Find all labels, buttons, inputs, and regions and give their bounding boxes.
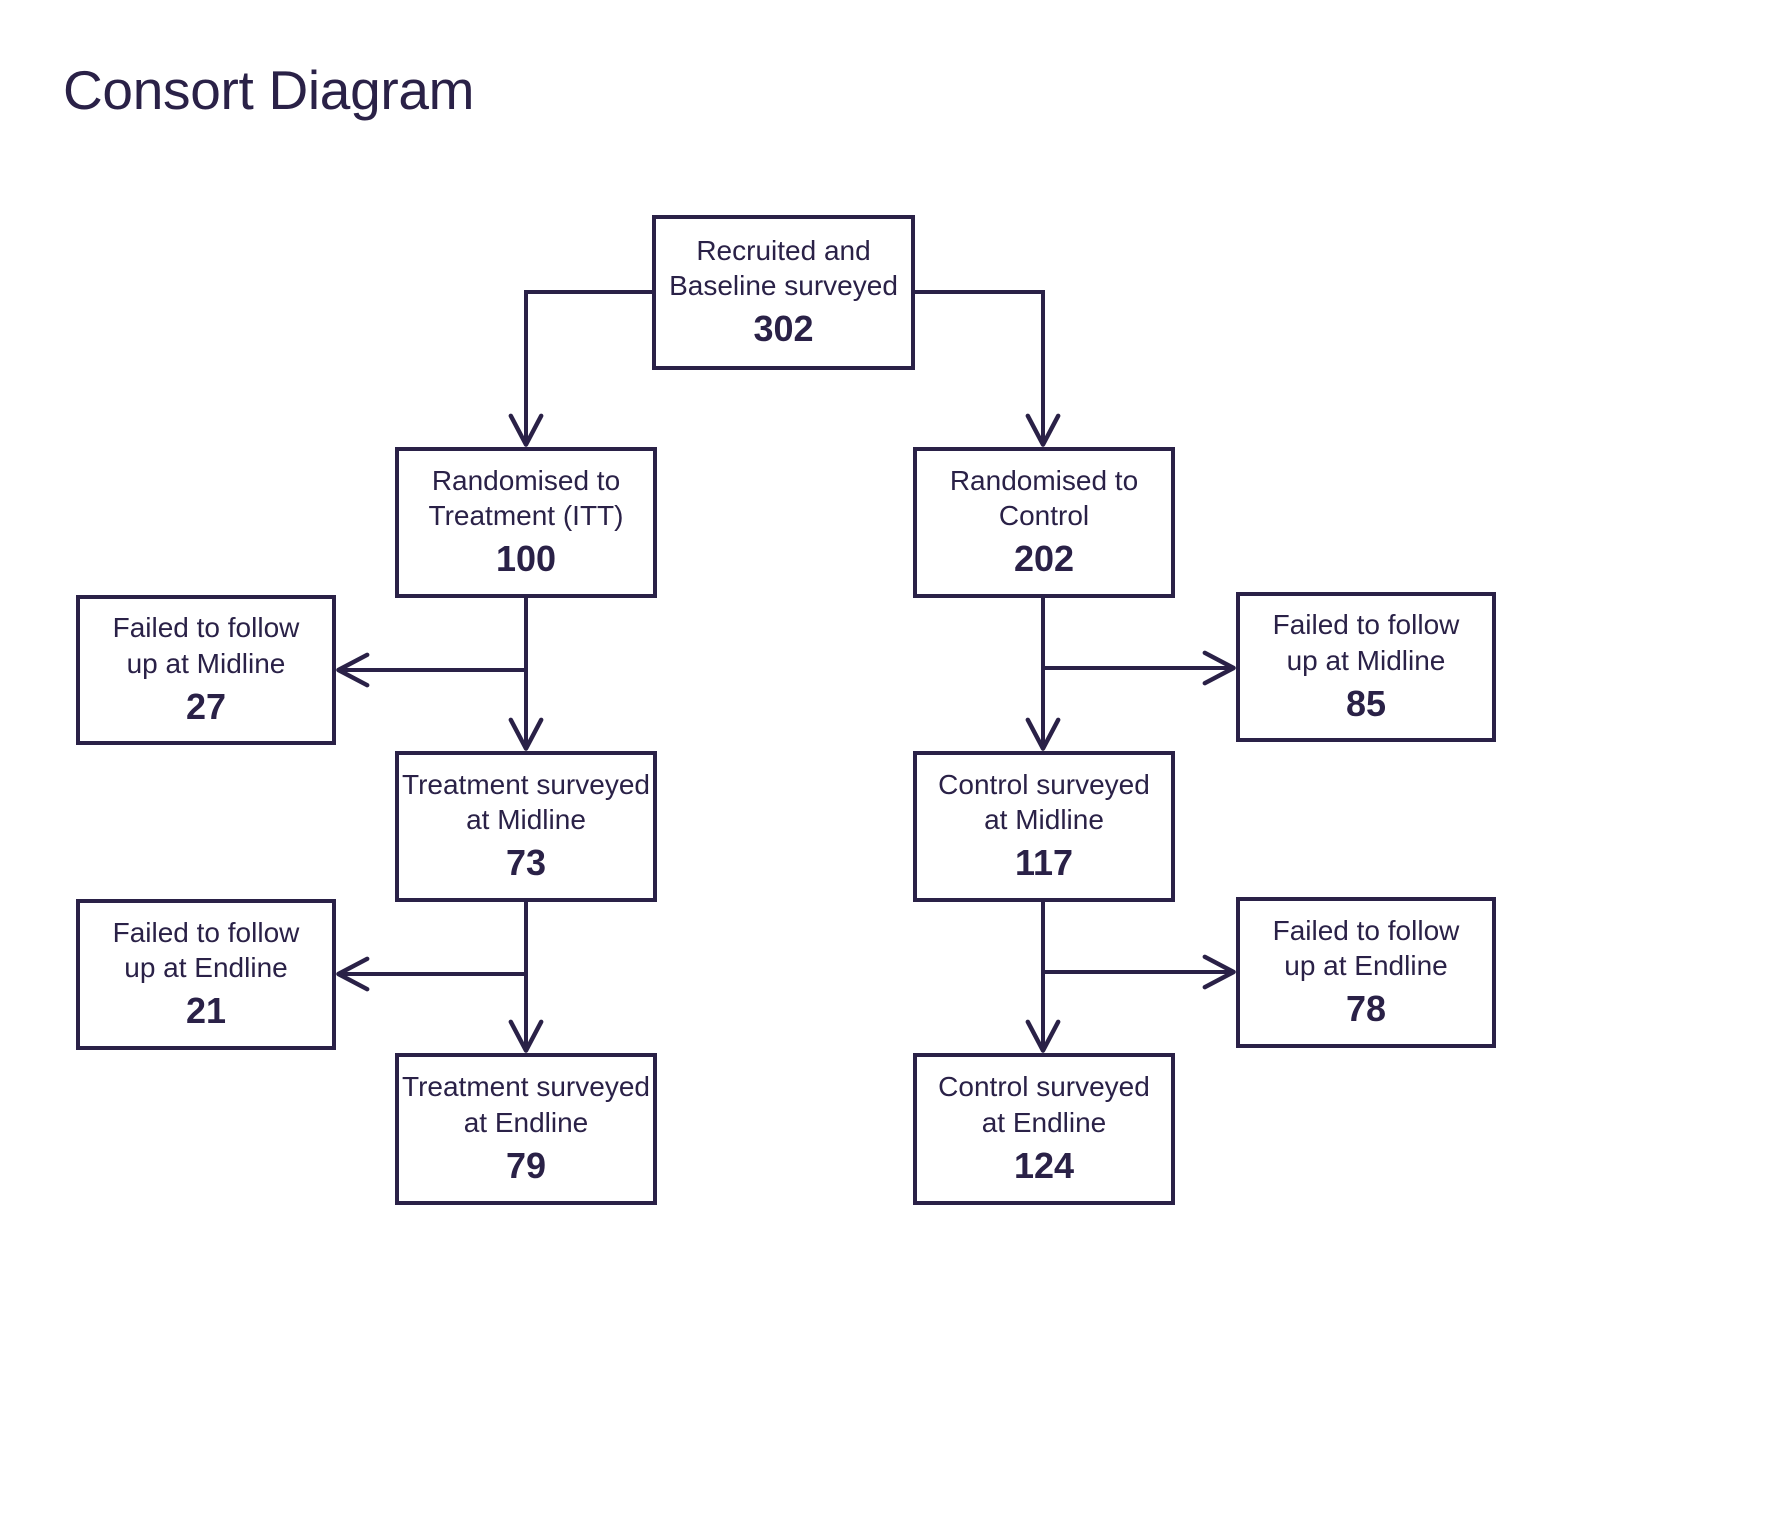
node-failed-endline-control: Failed to follow up at Endline 78 bbox=[1236, 897, 1496, 1048]
node-failed-endline-treatment-label: Failed to follow up at Endline bbox=[112, 916, 300, 984]
node-failed-midline-treatment-label: Failed to follow up at Midline bbox=[112, 612, 300, 679]
node-treatment-midline: Treatment surveyed at Midline 73 bbox=[395, 751, 657, 902]
node-failed-endline-treatment: Failed to follow up at Endline 21 bbox=[76, 899, 336, 1050]
node-recruited-label: Recruited and Baseline surveyed bbox=[669, 234, 898, 302]
node-treatment-endline-label: Treatment surveyed at Endline bbox=[402, 1071, 650, 1138]
node-control-midline: Control surveyed at Midline 117 bbox=[913, 751, 1175, 902]
edge-recruited-to-treatment bbox=[508, 290, 652, 447]
node-treatment-endline: Treatment surveyed at Endline 79 bbox=[395, 1053, 657, 1205]
node-randomised-control: Randomised to Control 202 bbox=[913, 447, 1175, 598]
node-recruited-value: 302 bbox=[753, 308, 814, 350]
node-randomised-treatment-label: Randomised to Treatment (ITT) bbox=[428, 464, 624, 532]
node-failed-midline-control: Failed to follow up at Midline 85 bbox=[1236, 592, 1496, 742]
node-randomised-control-value: 202 bbox=[1013, 538, 1075, 580]
node-failed-endline-treatment-value: 21 bbox=[185, 990, 227, 1032]
node-failed-endline-control-label: Failed to follow up at Endline bbox=[1272, 914, 1460, 982]
node-failed-midline-treatment-value: 27 bbox=[185, 685, 227, 727]
node-treatment-midline-label: Treatment surveyed at Midline bbox=[402, 768, 650, 836]
node-randomised-treatment: Randomised to Treatment (ITT) 100 bbox=[395, 447, 657, 598]
page-title: Consort Diagram bbox=[63, 59, 475, 121]
node-control-endline: Control surveyed at Endline 124 bbox=[913, 1053, 1175, 1205]
node-control-midline-value: 117 bbox=[1014, 842, 1074, 884]
node-failed-midline-control-value: 85 bbox=[1345, 682, 1387, 724]
node-treatment-endline-value: 79 bbox=[505, 1144, 547, 1186]
node-failed-midline-control-label: Failed to follow up at Midline bbox=[1272, 609, 1460, 676]
node-control-endline-value: 124 bbox=[1013, 1144, 1075, 1186]
node-treatment-midline-value: 73 bbox=[505, 842, 547, 884]
node-failed-endline-control-value: 78 bbox=[1345, 988, 1387, 1030]
node-recruited: Recruited and Baseline surveyed 302 bbox=[652, 215, 915, 370]
node-randomised-control-label: Randomised to Control bbox=[949, 464, 1139, 532]
node-control-endline-label: Control surveyed at Endline bbox=[938, 1071, 1150, 1138]
node-randomised-treatment-value: 100 bbox=[495, 538, 557, 580]
node-failed-midline-treatment: Failed to follow up at Midline 27 bbox=[76, 595, 336, 745]
edge-recruited-to-control bbox=[915, 290, 1061, 447]
node-control-midline-label: Control surveyed at Midline bbox=[938, 768, 1150, 836]
